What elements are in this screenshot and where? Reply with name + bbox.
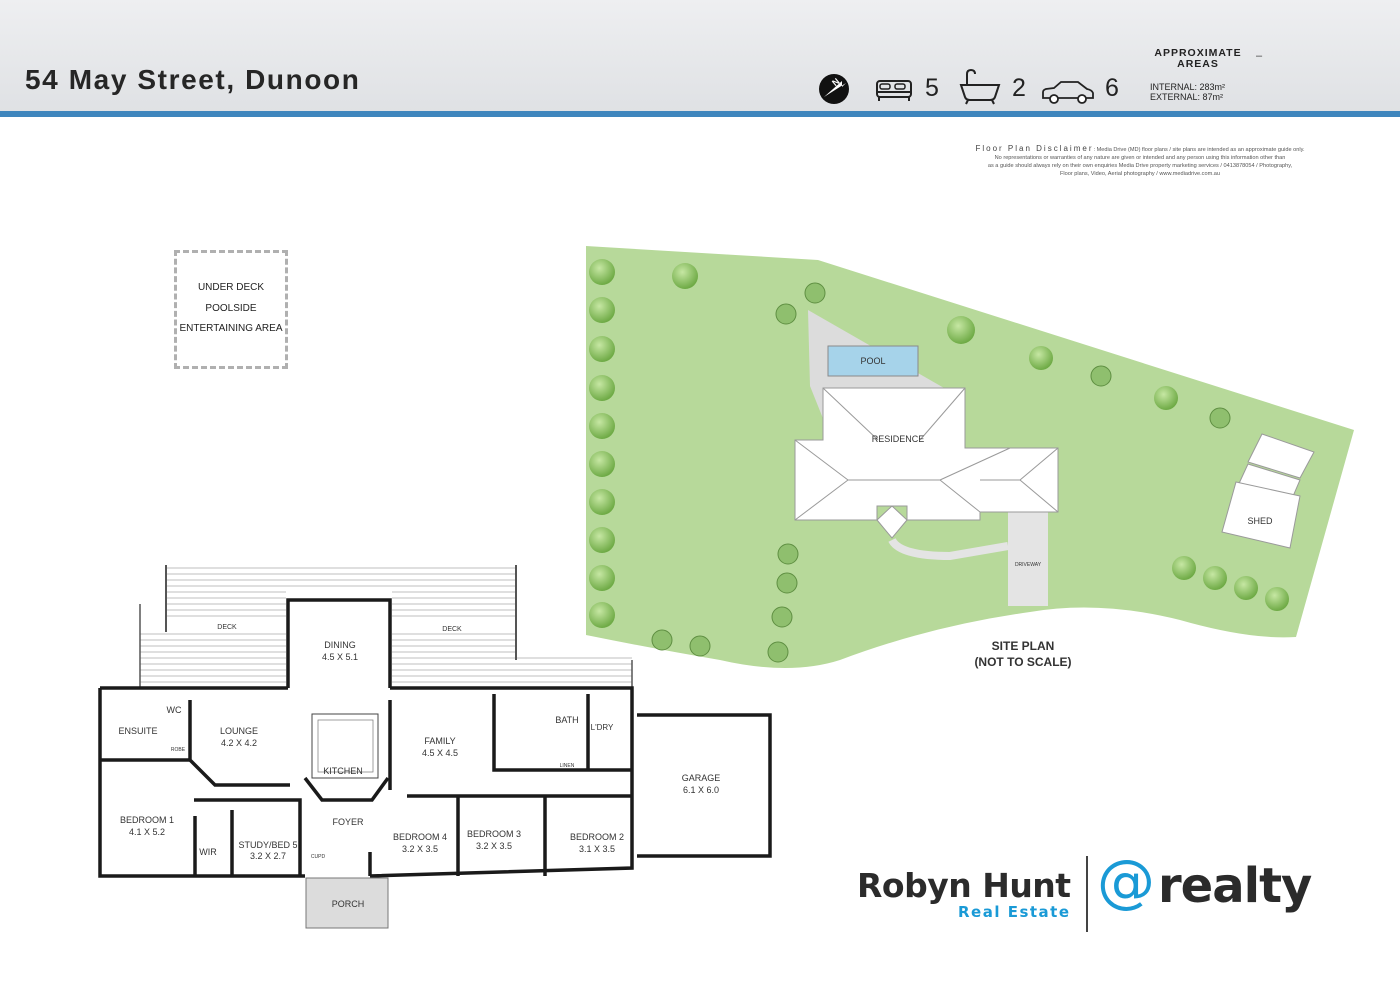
logo-divider bbox=[1086, 856, 1088, 932]
lounge-size: 4.2 X 4.2 bbox=[221, 738, 257, 748]
dining-label: DINING bbox=[324, 640, 356, 650]
ensuite-label: ENSUITE bbox=[118, 726, 157, 736]
pool-label: POOL bbox=[860, 356, 885, 366]
bed-icon bbox=[876, 80, 912, 101]
linen-label: LINEN bbox=[560, 763, 575, 769]
svg-text:N: N bbox=[830, 76, 841, 88]
shed-label: SHED bbox=[1247, 516, 1273, 526]
car-icon bbox=[1042, 81, 1094, 104]
bedroom3-label: BEDROOM 3 bbox=[467, 829, 521, 839]
under-deck-line3: ENTERTAINING AREA bbox=[179, 323, 283, 334]
wc-label: WC bbox=[167, 705, 182, 715]
garage-label: GARAGE bbox=[682, 773, 721, 783]
bedroom2-size: 3.1 X 3.5 bbox=[579, 844, 615, 854]
bedroom1-size: 4.1 X 5.2 bbox=[129, 827, 165, 837]
under-deck-line1: UNDER DECK bbox=[197, 282, 265, 293]
external-area: EXTERNAL: 87m² bbox=[1150, 92, 1224, 102]
laundry-label: L'DRY bbox=[591, 723, 614, 732]
pool bbox=[827, 345, 919, 377]
bedroom4-label: BEDROOM 4 bbox=[393, 832, 447, 842]
porch bbox=[305, 877, 389, 929]
disclaimer-line1: : Media Drive (MD) floor plans / site pl… bbox=[1093, 147, 1305, 153]
kitchen-label: KITCHEN bbox=[323, 766, 363, 776]
under-deck-line2: POOLSIDE bbox=[205, 303, 257, 314]
bath-icon bbox=[959, 68, 1001, 105]
areas-title-line1: APPROXIMATE bbox=[1154, 47, 1242, 59]
areas-dash: – bbox=[1256, 50, 1263, 62]
disclaimer-line4: Floor plans, Video, Aerial photography /… bbox=[1059, 171, 1221, 177]
site-plan-subtitle: (NOT TO SCALE) bbox=[974, 655, 1071, 669]
deck-right-label: DECK bbox=[442, 626, 462, 633]
lounge-label: LOUNGE bbox=[220, 726, 258, 736]
bedroom2-label: BEDROOM 2 bbox=[570, 832, 624, 842]
car-count: 6 bbox=[1105, 74, 1119, 102]
wir-label: WIR bbox=[199, 847, 217, 857]
garage-size: 6.1 X 6.0 bbox=[683, 785, 719, 795]
bathroom-count: 2 bbox=[1012, 74, 1026, 102]
bath-label: BATH bbox=[555, 715, 578, 725]
dining-size: 4.5 X 5.1 bbox=[322, 652, 358, 662]
porch-label: PORCH bbox=[332, 899, 365, 909]
family-label: FAMILY bbox=[424, 736, 455, 746]
north-arrow-icon: N bbox=[819, 74, 849, 104]
path bbox=[888, 537, 1009, 561]
cupd-label: CUPD bbox=[311, 854, 326, 860]
driveway bbox=[1008, 500, 1048, 606]
disclaimer-heading: Floor Plan Disclaimer bbox=[975, 144, 1094, 153]
realty-at-symbol: @ bbox=[1097, 847, 1155, 915]
foyer-label: FOYER bbox=[332, 817, 364, 827]
realty-wordmark: realty bbox=[1158, 858, 1312, 914]
internal-area: INTERNAL: 283m² bbox=[1150, 82, 1226, 92]
shed bbox=[1221, 433, 1315, 549]
agent-subtitle: Real Estate bbox=[958, 903, 1071, 921]
study-label: STUDY/BED 5 bbox=[238, 840, 297, 850]
areas-title-line2: AREAS bbox=[1177, 58, 1219, 70]
bedroom-count: 5 bbox=[925, 74, 939, 102]
disclaimer-line3: as a guide should always rely on their o… bbox=[987, 163, 1293, 169]
bedroom3-size: 3.2 X 3.5 bbox=[476, 841, 512, 851]
deck-left-label: DECK bbox=[217, 624, 237, 631]
agent-name: Robyn Hunt bbox=[857, 866, 1071, 905]
family-size: 4.5 X 4.5 bbox=[422, 748, 458, 758]
trees bbox=[589, 259, 1289, 663]
walls bbox=[98, 598, 772, 878]
bedroom4-size: 3.2 X 3.5 bbox=[402, 844, 438, 854]
residence-roof bbox=[794, 387, 1059, 539]
header-stripe bbox=[0, 111, 1400, 117]
deck bbox=[139, 565, 633, 689]
areas-title: APPROXIMATE AREAS bbox=[1141, 48, 1255, 70]
robe-label: ROBE bbox=[171, 747, 186, 753]
header-bar bbox=[0, 0, 1400, 113]
residence-label: RESIDENCE bbox=[872, 434, 925, 444]
property-address: 54 May Street, Dunoon bbox=[25, 64, 361, 95]
floor-plan-disclaimer: Floor Plan Disclaimer: Media Drive (MD) … bbox=[880, 145, 1400, 178]
site-plan-title: SITE PLAN bbox=[992, 639, 1055, 653]
room-labels: DINING 4.5 X 5.1 WC ENSUITE ROBE LOUNGE … bbox=[118, 640, 720, 909]
driveway-label: DRIVEWAY bbox=[1015, 562, 1042, 568]
study-size: 3.2 X 2.7 bbox=[250, 851, 286, 861]
disclaimer-line2: No representations or warranties of any … bbox=[994, 155, 1286, 161]
bedroom1-label: BEDROOM 1 bbox=[120, 815, 174, 825]
under-deck-area bbox=[174, 250, 288, 369]
